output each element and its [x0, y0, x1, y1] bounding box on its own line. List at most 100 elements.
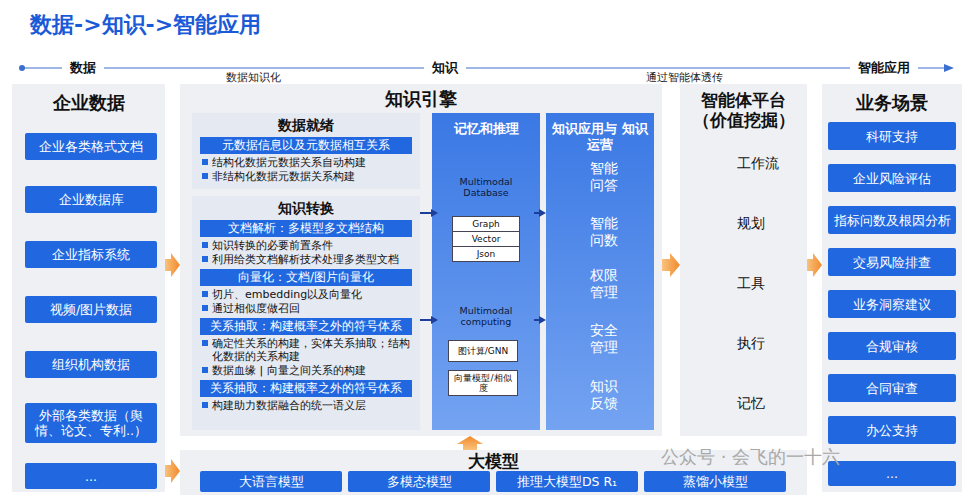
panel-heading: 业务场景	[822, 92, 962, 114]
box-text: 大语言模型	[239, 474, 304, 489]
flow-note: 数据知识化	[226, 70, 281, 86]
timeline-part	[19, 65, 25, 71]
scenario-box: 合同审查	[828, 374, 956, 402]
stage-heading: 数据就绪	[200, 116, 412, 134]
item-text: 工作流	[737, 155, 803, 172]
box-text: Json	[477, 249, 496, 259]
timeline-part	[22, 67, 950, 69]
box-text: 外部各类数据（舆情、论文、专利..）	[29, 408, 153, 438]
stage-box: 数据就绪元数据信息以及元数据相互关系结构化数据元数据关系自动构建非结构化数据元数…	[192, 113, 420, 189]
bullet-text: 非结构化数据元数据关系构建	[200, 170, 412, 183]
source-panel: 企业数据企业各类格式文档企业数据库企业指标系统视频/图片数据组织机构数据外部各类…	[12, 84, 165, 492]
bullet-text: 结构化数据元数据关系自动构建	[200, 156, 412, 169]
box-text: 企业各类格式文档	[39, 139, 143, 154]
flow-arrow	[662, 253, 680, 277]
arrow-head	[539, 209, 546, 217]
box-text: 交易风险排查	[853, 255, 931, 270]
arrow-head	[431, 316, 438, 324]
link-line	[420, 319, 432, 321]
scenario-panel: 业务场景科研支持企业风险评估指标问数及根因分析交易风险排查业务洞察建议合规审核合…	[822, 84, 962, 492]
scenario-box: 交易风险排查	[828, 248, 956, 276]
link-line	[420, 212, 432, 214]
scenario-box: 科研支持	[828, 122, 956, 150]
timeline-part	[944, 64, 954, 72]
box-text: ...	[85, 469, 97, 484]
application-column: 知识应用与 知识运营智能 问答智能 问数权限 管理安全 管理知识 反馈	[546, 113, 654, 430]
item-text: 知识 反馈	[590, 378, 626, 412]
bullet-text: 利用给类文档解析技术处理多类型文档	[200, 253, 412, 266]
box-text: 向量模型/相似度	[450, 373, 516, 393]
engine-panel: 知识引擎数据就绪元数据信息以及元数据相互关系结构化数据元数据关系自动构建非结构化…	[180, 84, 662, 436]
model-box: 多模态模型	[348, 471, 490, 492]
flow-arrow	[457, 436, 483, 450]
topic-band: 关系抽取：构建概率之外的符号体系	[200, 318, 412, 335]
box-text: ...	[886, 466, 898, 481]
store-box: Vector	[452, 231, 520, 247]
panel-heading: 记忆和推理	[432, 121, 540, 137]
stage-box: 知识转换文档解析：多模型多文档结构知识转换的必要前置条件利用给类文档解析技术处理…	[192, 196, 420, 430]
watermark: 公众号 · 会飞的一十六	[661, 449, 840, 465]
bullet-text: 构建助力数据融合的统一语义层	[200, 399, 412, 412]
panel-heading: 知识应用与 知识运营	[550, 121, 650, 152]
stage-heading: 知识转换	[200, 199, 412, 217]
flow-note: 通过智能体透传	[646, 70, 723, 86]
diagram-title: 数据->知识->智能应用	[30, 10, 261, 40]
item-text: 执行	[737, 335, 803, 352]
box-text: 企业风险评估	[853, 171, 931, 186]
item-text: 规划	[737, 215, 803, 232]
panel-heading: 企业数据	[12, 92, 165, 114]
source-box: 企业数据库	[25, 186, 157, 213]
model-box: 蒸馏小模型	[644, 471, 786, 492]
panel-heading: Multimodal Database	[438, 176, 534, 199]
source-box: 视频/图片数据	[25, 296, 157, 323]
box-text: 企业数据库	[59, 192, 124, 207]
topic-band: 文档解析：多模型多文档结构	[200, 220, 412, 237]
box-text: Graph	[472, 219, 500, 229]
box-text: 组织机构数据	[52, 357, 130, 372]
bullet-text: 数据血缘 | 向量之间关系的构建	[200, 364, 412, 377]
scenario-box: ...	[828, 461, 956, 486]
item-text: 权限 管理	[590, 267, 626, 301]
box-text: 合同审查	[866, 381, 918, 396]
topic-band: 向量化：文档/图片向量化	[200, 269, 412, 286]
box-text: 合规审核	[866, 339, 918, 354]
bullet-text: 知识转换的必要前置条件	[200, 239, 412, 252]
link-arrow	[534, 209, 546, 217]
flow-arrow	[807, 253, 822, 277]
bullet-text: 切片、embedding以及向量化	[200, 288, 412, 301]
box-text: 办公支持	[866, 423, 918, 438]
stage-label: 智能应用	[850, 60, 918, 76]
box-text: 科研支持	[866, 129, 918, 144]
source-box: 企业指标系统	[25, 241, 157, 268]
topic-band: 元数据信息以及元数据相互关系	[200, 137, 412, 154]
bullet-text: 通过相似度做召回	[200, 302, 412, 315]
box-text: 多模态模型	[387, 474, 452, 489]
box-text: 关系抽取：构建概率之外的符号体系	[202, 318, 410, 335]
flow-arrow-shape	[807, 253, 822, 277]
panel-heading: 知识引擎	[180, 88, 662, 110]
box-text: 视频/图片数据	[50, 302, 132, 317]
arrow-head	[539, 316, 546, 324]
memory-column: 记忆和推理 Multimodal DatabaseGraphVectorJsonM…	[432, 113, 540, 430]
box-text: 企业指标系统	[52, 247, 130, 262]
scenario-box: 指标问数及根因分析	[828, 206, 956, 234]
scenario-box: 企业风险评估	[828, 164, 956, 192]
box-text: 蒸馏小模型	[683, 474, 748, 489]
model-box: 推理大模型DS R₁	[496, 471, 638, 492]
store-box: Json	[452, 246, 520, 262]
box-text: 指标问数及根因分析	[834, 213, 951, 228]
flow-arrow-shape	[165, 459, 180, 483]
flow-arrow-shape	[662, 253, 680, 277]
box-text: 推理大模型DS R₁	[517, 474, 617, 489]
computing-cube: Multimodal computing图计算/GNN向量模型/相似度	[438, 303, 534, 418]
compute-box: 向量模型/相似度	[448, 370, 518, 396]
panel-heading: 智能体平台 （价值挖掘）	[684, 90, 803, 131]
box-text: 向量化：文档/图片向量化	[202, 269, 410, 286]
link-arrow	[534, 316, 546, 324]
compute-box: 图计算/GNN	[448, 340, 518, 362]
database-cylinder: Multimodal DatabaseGraphVectorJson	[438, 176, 534, 272]
timeline	[19, 64, 954, 72]
bullet-text: 确定性关系的构建，实体关系抽取；结构化数据的关系构建	[200, 337, 412, 363]
arrow-head	[431, 209, 438, 217]
